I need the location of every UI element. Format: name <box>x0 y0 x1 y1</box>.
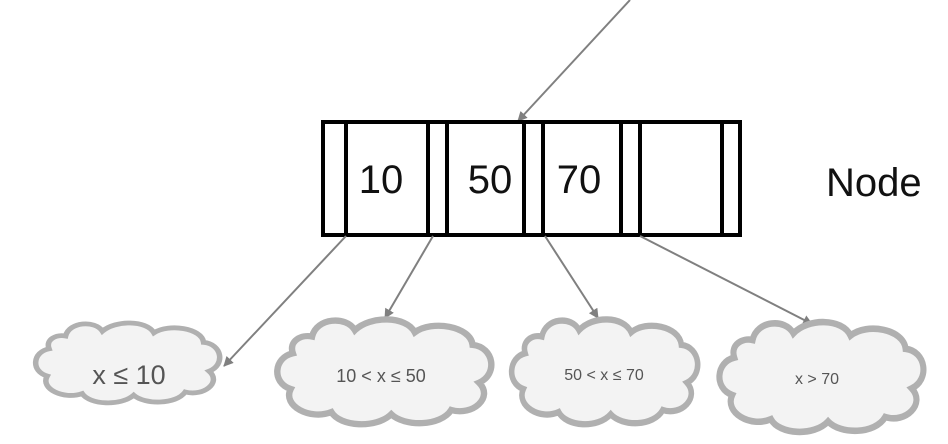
incoming-arrow <box>517 0 631 122</box>
node-outline <box>321 120 742 237</box>
key-cell-1: 10 <box>359 158 404 202</box>
node-separators <box>344 122 724 235</box>
node-label: Node <box>826 161 922 205</box>
subtree-label-2: 10 < x ≤ 50 <box>336 366 425 386</box>
subtree-label-4: x > 70 <box>795 371 839 388</box>
key-cell-3: 70 <box>557 158 602 202</box>
btree-node: 10 50 70 <box>321 120 742 237</box>
subtree-label-1: x ≤ 10 <box>92 360 165 390</box>
child-pointer-arrows <box>223 235 813 367</box>
key-cell-2: 50 <box>468 158 513 202</box>
subtree-label-3: 50 < x ≤ 70 <box>564 367 644 384</box>
